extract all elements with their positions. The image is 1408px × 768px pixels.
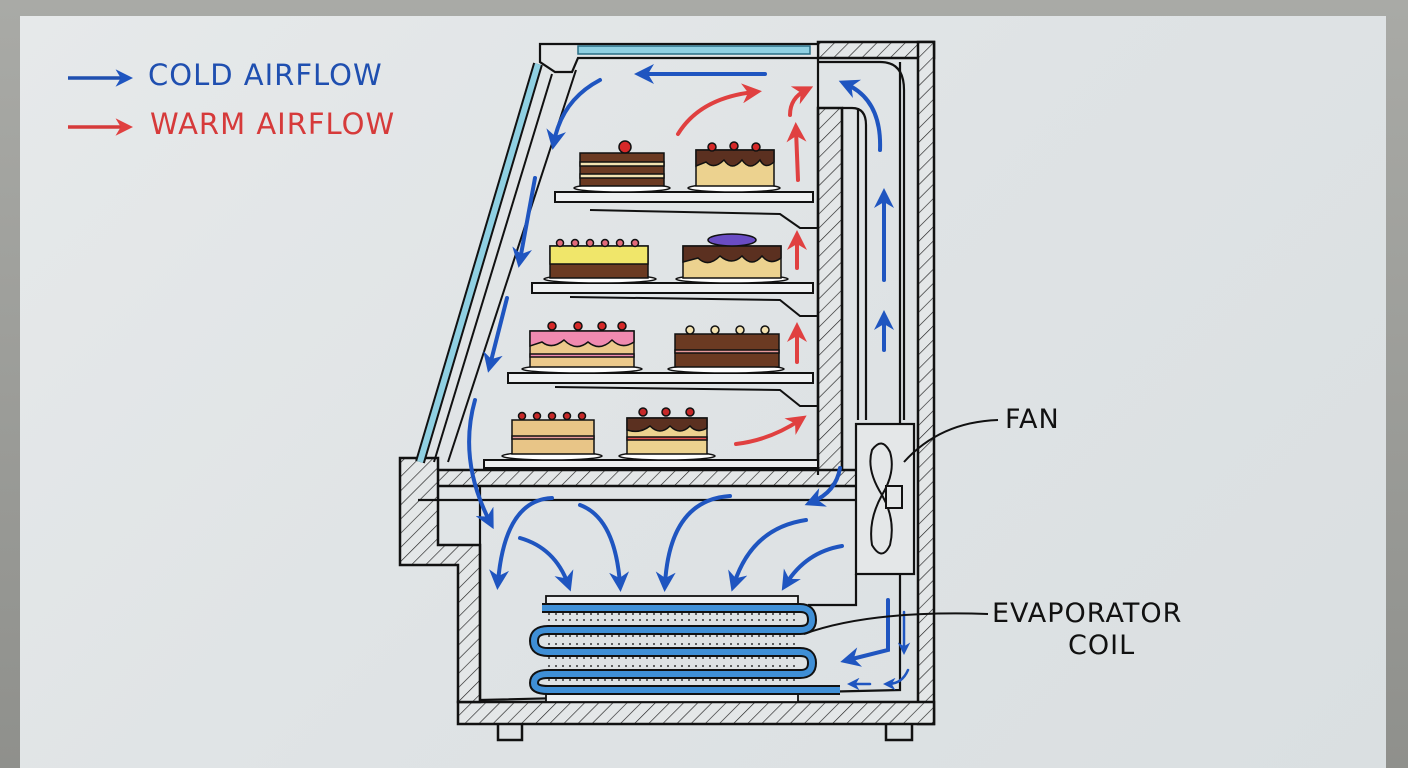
shelf-1 bbox=[554, 191, 814, 203]
shelf-2 bbox=[531, 282, 814, 294]
cake-chocolate-layer-slice bbox=[573, 140, 671, 193]
coil-pointer-line bbox=[803, 612, 989, 635]
cakes bbox=[501, 140, 789, 461]
whiteboard bbox=[20, 16, 1386, 768]
cake-strawberry-sponge bbox=[501, 411, 603, 461]
legend-cold-label: COLD AIRFLOW bbox=[148, 58, 383, 92]
warm-airflow-arrows bbox=[676, 83, 814, 446]
cake-chocolate-drip-blueberries bbox=[675, 233, 789, 284]
cake-pink-frosted-cherries bbox=[521, 321, 643, 374]
cake-chocolate-drip-cherries bbox=[687, 141, 781, 193]
coil-label: COIL bbox=[1068, 630, 1136, 661]
cabinet-body bbox=[398, 40, 936, 742]
cold-airflow-arrows bbox=[467, 64, 911, 691]
shelf-4 bbox=[483, 459, 819, 469]
fan-icon bbox=[869, 442, 903, 555]
fan-label: FAN bbox=[1005, 404, 1060, 435]
evaporator-label: EVAPORATOR bbox=[992, 598, 1183, 629]
cake-chocolate-cream-dollops bbox=[667, 325, 785, 374]
fan-pointer-line bbox=[903, 419, 999, 463]
cake-chocolate-drip-sponge bbox=[618, 407, 716, 461]
cake-lemon-layer-berries bbox=[543, 238, 657, 284]
shelves bbox=[483, 191, 819, 469]
shelf-3 bbox=[507, 372, 814, 384]
legend-warm-label: WARM AIRFLOW bbox=[150, 107, 396, 141]
evaporator-coil bbox=[529, 595, 840, 703]
glass-front bbox=[415, 42, 820, 464]
